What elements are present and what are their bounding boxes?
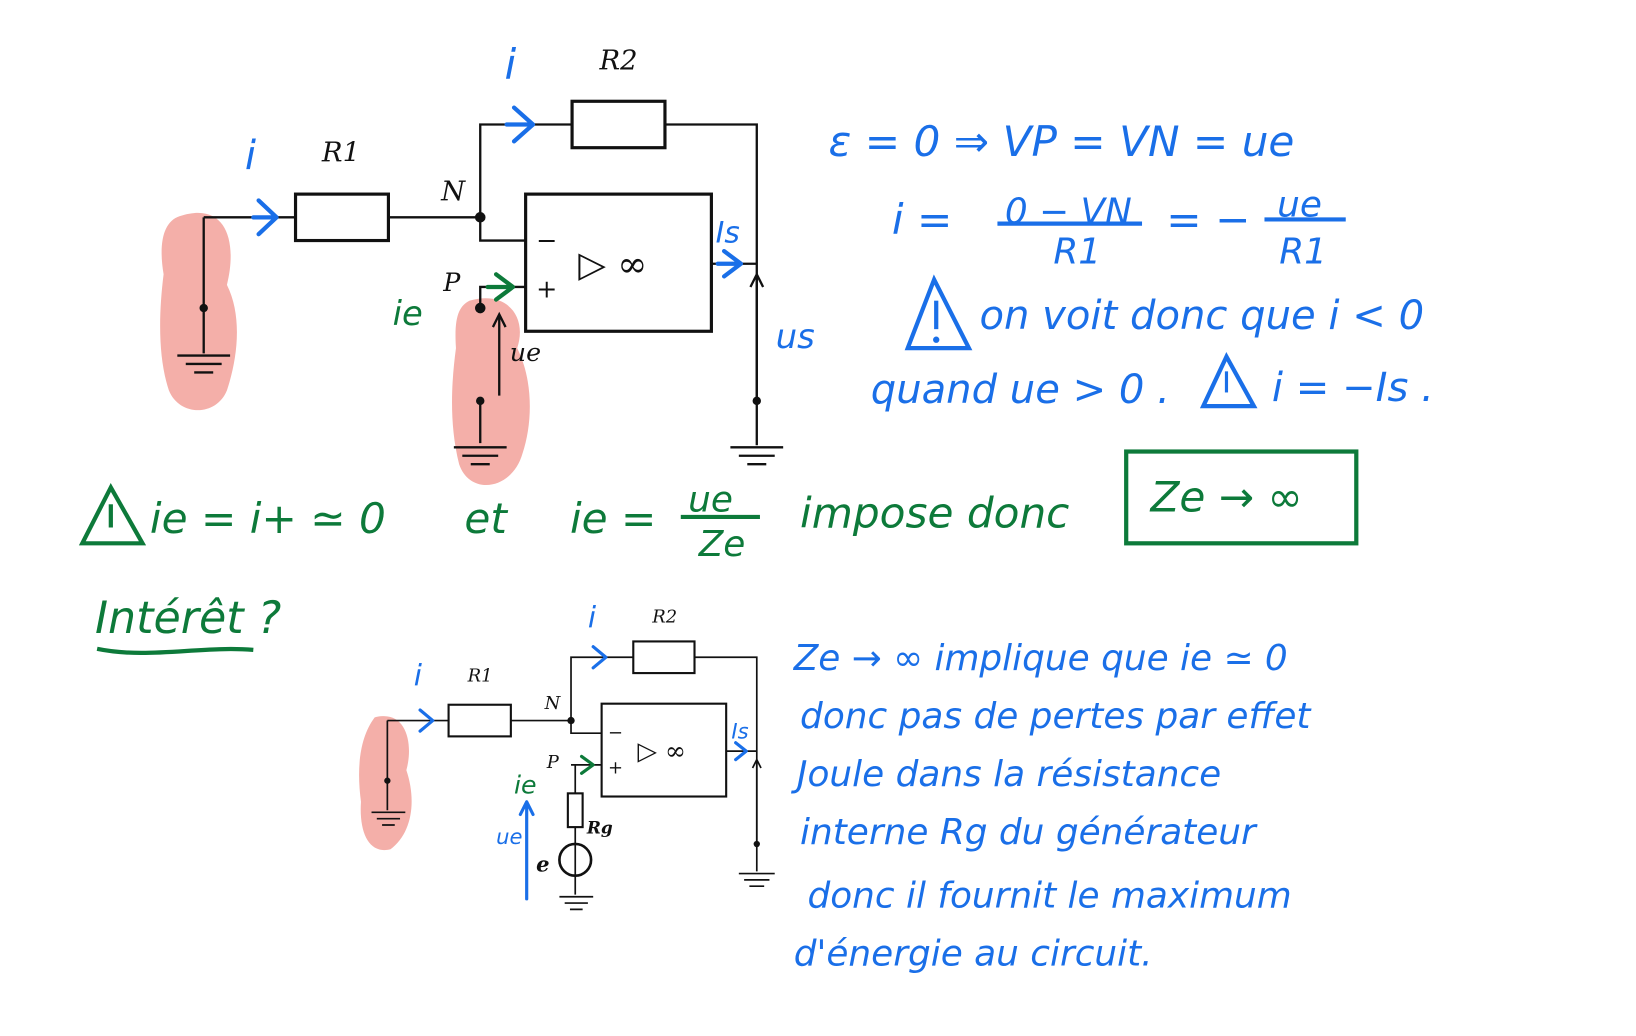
- bottom-note-line: Joule dans la résistance: [791, 754, 1221, 795]
- note-line-3: on voit donc que i < 0: [979, 293, 1424, 339]
- resistor-r1: [293, 192, 391, 243]
- ground-symbol: [730, 446, 784, 466]
- small-circuit: R1 R2 N P − + ▷ ∞ i i Is ie ue Rg e: [359, 601, 775, 911]
- green-frac-den: Ze: [698, 524, 746, 565]
- bottom-note-line: d'énergie au circuit.: [794, 933, 1153, 974]
- small-voltage-ue: ue: [496, 824, 522, 849]
- interet-heading: Intérêt ?: [95, 593, 281, 644]
- notes-bottom: Ze → ∞ implique que ie ≃ 0 donc pas de p…: [791, 638, 1313, 974]
- bottom-note-line: interne Rg du générateur: [800, 812, 1258, 853]
- ground-shading-middle: [452, 298, 530, 485]
- resistor-rg: [566, 792, 584, 829]
- resistor-r2: [570, 99, 667, 150]
- current-ie: ie: [393, 294, 423, 333]
- note-line-4b: i = −Is .: [1272, 365, 1434, 411]
- label-r2: R2: [599, 46, 638, 77]
- label-ue: ue: [510, 337, 541, 367]
- small-label-rg: Rg: [586, 817, 613, 837]
- small-opamp-symbol: ▷ ∞: [638, 736, 687, 766]
- bottom-note-line: donc pas de pertes par effet: [800, 696, 1312, 737]
- green-part-1: ie = i+ ≃ 0: [150, 494, 386, 543]
- note-line-2-lhs: i =: [892, 195, 952, 244]
- minus-input: −: [536, 225, 557, 255]
- notes-right: ε = 0 ⇒ VP = VN = ue i = 0 − VN R1 = − u…: [829, 117, 1434, 413]
- green-part-3: ie =: [570, 494, 656, 543]
- note-fraction2-den: R1: [1279, 232, 1327, 273]
- small-label-r2: R2: [651, 606, 677, 627]
- green-part-4: impose donc: [800, 489, 1069, 538]
- bottom-note-line: donc il fournit le maximum: [807, 875, 1291, 916]
- note-line-2-eq: = −: [1166, 195, 1250, 244]
- small-label-e: e: [536, 851, 549, 876]
- notes-green: ie = i+ ≃ 0 et ie = ue Ze impose donc Ze…: [78, 449, 1359, 656]
- current-i-left: i: [245, 133, 256, 179]
- small-current-i-top: i: [588, 601, 597, 635]
- ground-symbol: [453, 446, 507, 466]
- small-plus: +: [608, 757, 623, 778]
- bottom-note-line: Ze → ∞ implique que ie ≃ 0: [793, 638, 1288, 679]
- warning-icon: [78, 482, 147, 546]
- voltage-us: us: [776, 317, 815, 356]
- result-box: [1124, 449, 1359, 546]
- note-line-1: ε = 0 ⇒ VP = VN = ue: [829, 117, 1295, 166]
- label-r1: R1: [321, 137, 360, 168]
- small-label-r1: R1: [467, 666, 493, 687]
- node-p: P: [442, 267, 461, 297]
- small-node-p: P: [546, 752, 560, 773]
- small-current-i-left: i: [414, 659, 423, 693]
- node-n: N: [440, 176, 466, 207]
- note-fraction-num: 0 − VN: [1005, 192, 1132, 233]
- green-part-2: et: [464, 494, 508, 543]
- small-node-n: N: [544, 693, 562, 714]
- ground-shading-left: [160, 212, 237, 411]
- current-i-top: i: [505, 40, 517, 89]
- green-frac-num: ue: [688, 480, 733, 521]
- small-minus: −: [608, 722, 623, 743]
- opamp-symbol: ▷ ∞: [578, 244, 647, 285]
- warning-icon: [1199, 351, 1258, 409]
- warning-icon: [904, 274, 973, 351]
- main-circuit: R1 R2 N P − + ▷ ∞ ue i i Is ie us: [160, 40, 815, 485]
- result-boxed: Ze → ∞: [1149, 473, 1302, 522]
- current-is: Is: [716, 216, 740, 250]
- op-amp: [524, 192, 713, 333]
- ground-symbol: [177, 354, 231, 374]
- small-current-is: Is: [731, 718, 748, 743]
- note-line-4a: quand ue > 0 .: [871, 367, 1170, 413]
- plus-input: +: [536, 274, 557, 304]
- small-current-ie: ie: [514, 769, 537, 799]
- note-fraction-den: R1: [1053, 232, 1101, 273]
